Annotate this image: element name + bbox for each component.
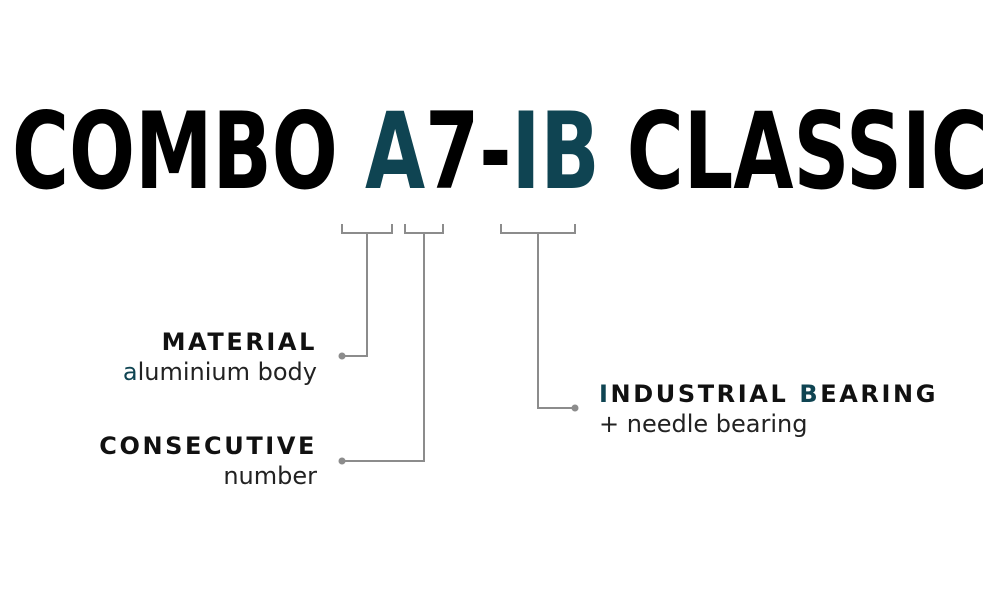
- dot-material: [338, 352, 346, 360]
- product-title: COMBO A7-IB CLASSIC: [0, 86, 1000, 206]
- bracket-consecutive: [404, 224, 444, 234]
- connector-material: [342, 233, 368, 357]
- industrial-bearing-heading: INDUSTRIAL BEARING: [599, 380, 938, 408]
- connector-consecutive: [342, 233, 425, 462]
- title-material-code: A: [365, 90, 425, 206]
- title-combo: COMBO: [12, 90, 365, 206]
- consecutive-description: number: [223, 462, 317, 490]
- connector-industrial: [537, 233, 575, 409]
- bracket-industrial: [500, 224, 576, 234]
- label-consecutive: CONSECUTIVE number: [99, 431, 317, 491]
- industrial-bearing-description: + needle bearing: [599, 410, 808, 438]
- dot-consecutive: [338, 457, 346, 465]
- material-heading: MATERIAL: [161, 328, 317, 356]
- title-bearing-code: IB: [511, 90, 599, 206]
- product-title-text: COMBO A7-IB CLASSIC: [12, 90, 988, 206]
- label-material: MATERIAL aluminium body: [123, 327, 317, 387]
- title-consecutive-number: 7-: [425, 90, 511, 206]
- consecutive-heading: CONSECUTIVE: [99, 432, 317, 460]
- dot-industrial: [571, 404, 579, 412]
- bracket-material: [341, 224, 393, 234]
- label-industrial-bearing: INDUSTRIAL BEARING + needle bearing: [599, 379, 938, 439]
- material-description: aluminium body: [122, 358, 317, 386]
- title-classic: CLASSIC: [600, 90, 988, 206]
